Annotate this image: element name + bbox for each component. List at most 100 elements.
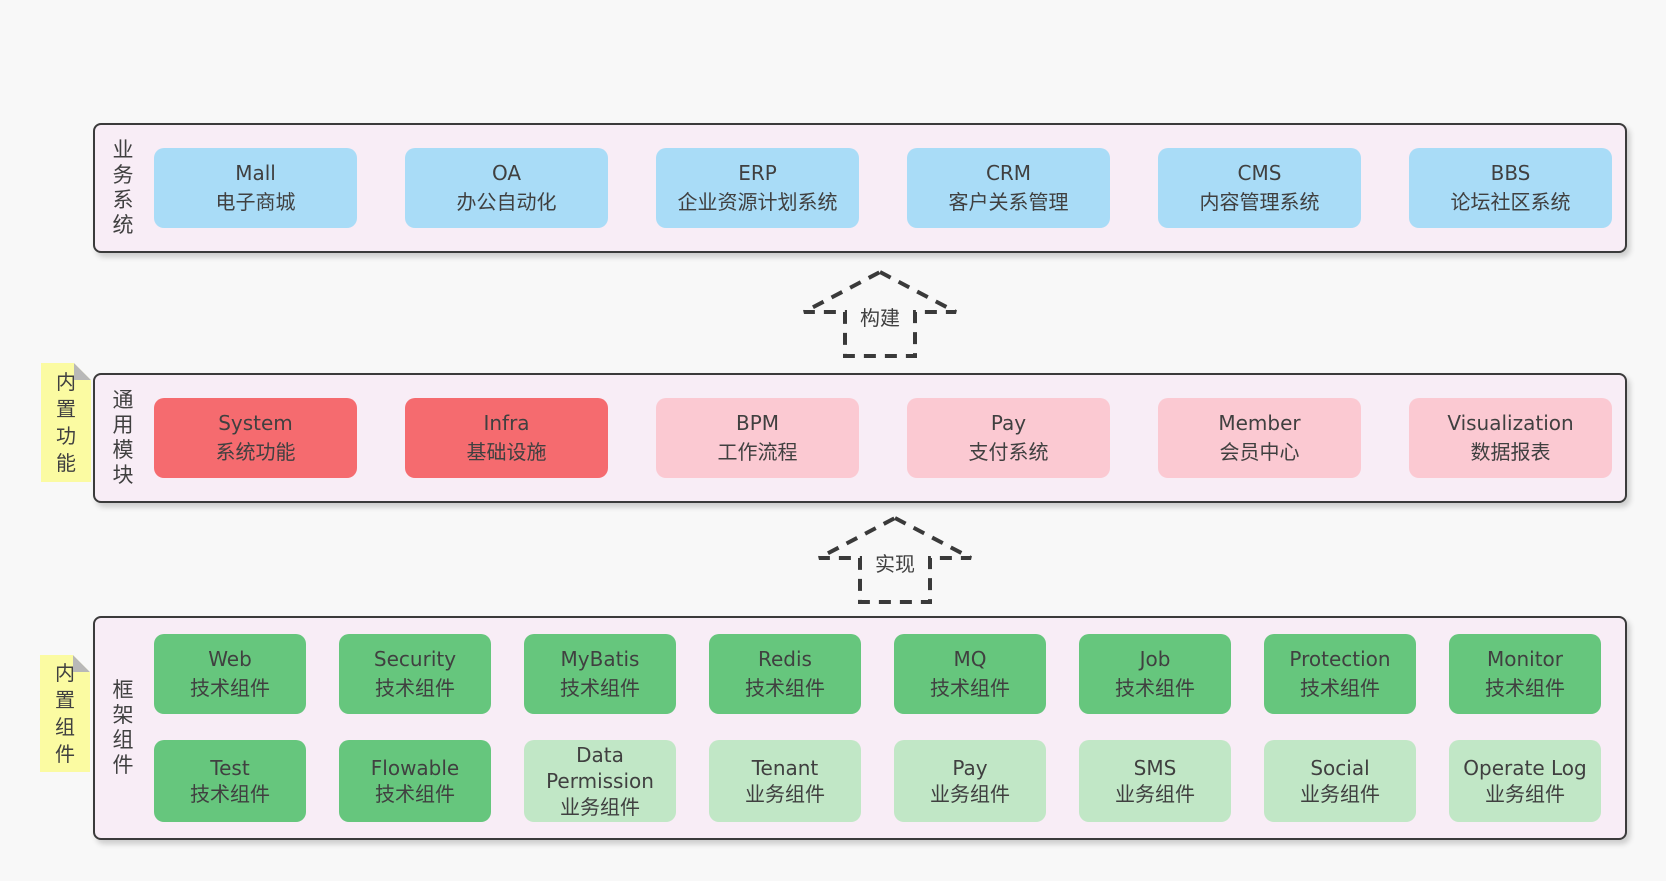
box-title: Test — [210, 756, 250, 780]
dashed-up-arrow-icon — [818, 516, 972, 604]
box-title: Visualization — [1447, 411, 1574, 435]
box-subtitle: 技术组件 — [745, 676, 825, 700]
box-system: System 系统功能 — [154, 398, 357, 478]
framework-components-rows: Web 技术组件 Security 技术组件 MyBatis 技术组件 Redi… — [154, 618, 1615, 838]
box-visualization: Visualization 数据报表 — [1409, 398, 1612, 478]
box-subtitle: 会员中心 — [1219, 440, 1300, 464]
box-job: Job 技术组件 — [1079, 634, 1231, 714]
box-title: OA — [491, 161, 522, 185]
box-pay-component: Pay 业务组件 — [894, 740, 1046, 822]
box-subtitle: 客户关系管理 — [948, 190, 1069, 214]
box-subtitle: 技术组件 — [190, 676, 270, 700]
box-subtitle: 内容管理系统 — [1199, 190, 1320, 214]
box-title: Web — [208, 647, 252, 671]
box-title: BPM — [735, 411, 780, 435]
box-title: Monitor — [1486, 647, 1564, 671]
box-oa: OA 办公自动化 — [405, 148, 608, 228]
box-title: CMS — [1237, 161, 1282, 185]
box-social: Social 业务组件 — [1264, 740, 1416, 822]
box-subtitle: 办公自动化 — [456, 190, 557, 214]
section-label-text: 框架组件 — [112, 678, 134, 777]
box-sms: SMS 业务组件 — [1079, 740, 1231, 822]
box-subtitle: 业务组件 — [1115, 782, 1195, 806]
arrow-build-label-text: 构建 — [857, 306, 903, 330]
note-built-in-features: 内置功能 — [41, 363, 91, 482]
box-subtitle: 技术组件 — [1485, 676, 1565, 700]
section-label-framework-components: 框架组件 — [111, 618, 141, 838]
box-subtitle: 电子商城 — [215, 190, 296, 214]
section-label-business-systems: 业务系统 — [111, 125, 141, 251]
box-title: BBS — [1490, 161, 1531, 185]
box-subtitle: 系统功能 — [215, 440, 296, 464]
box-infra: Infra 基础设施 — [405, 398, 608, 478]
box-title: Tenant — [751, 756, 819, 780]
box-title: Security — [373, 647, 457, 671]
section-business-systems: 业务系统 Mall 电子商城 OA 办公自动化 ERP 企业资源计划系统 CRM — [93, 123, 1627, 253]
box-title: Pay — [990, 411, 1027, 435]
box-subtitle: 支付系统 — [968, 440, 1049, 464]
box-mybatis: MyBatis 技术组件 — [524, 634, 676, 714]
common-modules-row: System 系统功能 Infra 基础设施 BPM 工作流程 Pay 支付系统… — [154, 375, 1615, 501]
box-title: Flowable — [370, 756, 460, 780]
box-subtitle: 技术组件 — [190, 782, 270, 806]
box-subtitle: 业务组件 — [930, 782, 1010, 806]
box-subtitle: 业务组件 — [1485, 782, 1565, 806]
box-subtitle: 技术组件 — [375, 782, 455, 806]
box-title: Social — [1310, 756, 1370, 780]
section-label-text: 通用模块 — [112, 388, 134, 487]
box-subtitle: 业务组件 — [560, 795, 640, 819]
box-title: Pay — [952, 756, 988, 780]
arrow-up-build-icon: 构建 — [802, 270, 958, 358]
box-mq: MQ 技术组件 — [894, 634, 1046, 714]
box-title: Data Permission — [546, 743, 654, 793]
box-operate-log: Operate Log 业务组件 — [1449, 740, 1601, 822]
box-subtitle: 企业资源计划系统 — [677, 190, 838, 214]
section-label-text: 业务系统 — [112, 138, 134, 237]
box-title: SMS — [1133, 756, 1177, 780]
box-redis: Redis 技术组件 — [709, 634, 861, 714]
dashed-up-arrow-icon — [803, 270, 957, 358]
box-title: MQ — [953, 647, 987, 671]
box-tenant: Tenant 业务组件 — [709, 740, 861, 822]
box-crm: CRM 客户关系管理 — [907, 148, 1110, 228]
section-framework-components: 内置组件 框架组件 Web 技术组件 Security 技术组件 MyBatis… — [40, 616, 1627, 840]
box-subtitle: 技术组件 — [375, 676, 455, 700]
box-subtitle: 技术组件 — [930, 676, 1010, 700]
section-common-modules: 内置功能 通用模块 System 系统功能 Infra 基础设施 BPM 工作流… — [41, 363, 1627, 503]
box-title: System — [218, 411, 293, 435]
box-subtitle: 论坛社区系统 — [1450, 190, 1571, 214]
box-data-permission: Data Permission 业务组件 — [524, 740, 676, 822]
note-built-in-components-text: 内置组件 — [55, 660, 75, 766]
box-title: CRM — [985, 161, 1032, 185]
box-subtitle: 基础设施 — [466, 440, 547, 464]
box-bpm: BPM 工作流程 — [656, 398, 859, 478]
note-built-in-features-text: 内置功能 — [56, 369, 76, 475]
box-subtitle: 工作流程 — [717, 440, 798, 464]
box-subtitle: 数据报表 — [1470, 440, 1551, 464]
box-security: Security 技术组件 — [339, 634, 491, 714]
box-member: Member 会员中心 — [1158, 398, 1361, 478]
arrow-build-label: 构建 — [802, 302, 958, 331]
box-title: Infra — [483, 411, 530, 435]
box-title: MyBatis — [560, 647, 640, 671]
box-erp: ERP 企业资源计划系统 — [656, 148, 859, 228]
box-cms: CMS 内容管理系统 — [1158, 148, 1361, 228]
box-subtitle: 业务组件 — [745, 782, 825, 806]
box-title: Redis — [758, 647, 812, 671]
arrow-implement-label-text: 实现 — [872, 552, 918, 576]
box-test: Test 技术组件 — [154, 740, 306, 822]
box-title: Mall — [235, 161, 276, 185]
box-mall: Mall 电子商城 — [154, 148, 357, 228]
box-title: Job — [1139, 647, 1171, 671]
box-subtitle: 技术组件 — [560, 676, 640, 700]
box-web: Web 技术组件 — [154, 634, 306, 714]
box-pay-module: Pay 支付系统 — [907, 398, 1110, 478]
box-title: Operate Log — [1463, 756, 1587, 780]
box-title: Protection — [1289, 647, 1391, 671]
box-flowable: Flowable 技术组件 — [339, 740, 491, 822]
box-subtitle: 技术组件 — [1115, 676, 1195, 700]
box-monitor: Monitor 技术组件 — [1449, 634, 1601, 714]
note-built-in-components: 内置组件 — [40, 655, 90, 772]
box-protection: Protection 技术组件 — [1264, 634, 1416, 714]
